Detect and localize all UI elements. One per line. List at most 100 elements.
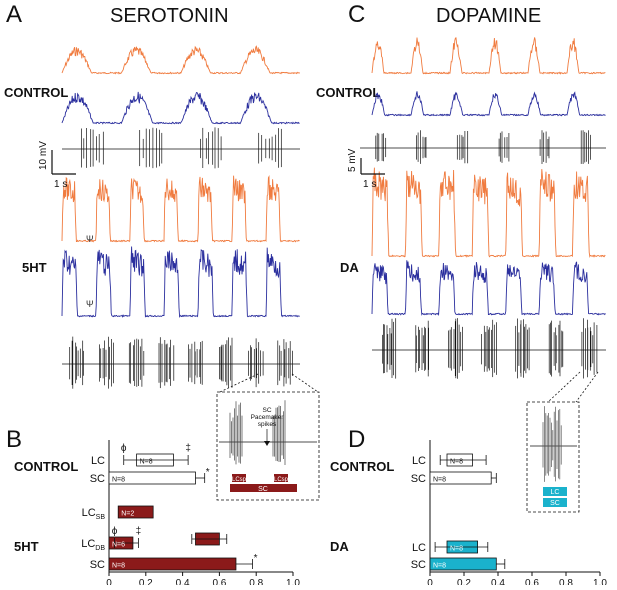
chart-d-x-tick-label: 0.6 — [525, 578, 539, 585]
chart-d-row-label: LC — [412, 455, 426, 467]
chart-b-significance-marker: ‡ — [185, 443, 191, 454]
panel-letter-b: B — [6, 426, 22, 453]
serotonin-5ht-sc-trace — [61, 246, 300, 318]
label-serotonin-control: CONTROL — [4, 85, 68, 100]
dopamine-da-lc-trace — [371, 167, 606, 258]
inset-c-lc-label: LC — [551, 489, 560, 496]
chart-b-n-label: N=8 — [140, 459, 153, 466]
scale-bar-a-time-label: 1 s — [54, 179, 67, 190]
chart-d-n-label: N=8 — [450, 546, 463, 553]
chart-b-significance-marker: ϕ — [121, 443, 127, 454]
psi-marker-blue: Ψ — [86, 299, 94, 309]
chart-d-n-label: N=8 — [433, 477, 446, 484]
inset-c-guide-left — [547, 371, 581, 403]
scale-bar-a: 10 mV 1 s — [38, 141, 76, 190]
scale-bar-c-voltage-label: 5 mV — [347, 148, 358, 172]
label-dopamine-da: DA — [340, 260, 359, 275]
inset-c-sc-label: SC — [550, 500, 560, 507]
panel-letter-c: C — [348, 1, 365, 28]
chart-d-row-label: SC — [411, 473, 426, 485]
chart-d-group-label: CONTROL — [330, 459, 394, 474]
panel-letter-a: A — [6, 1, 22, 28]
chart-b-x-tick-label: 0.8 — [249, 578, 263, 585]
serotonin-control-lc-trace — [61, 45, 300, 75]
chart-b-row-label: SC — [90, 559, 105, 571]
inset-a-lc-label-right: LCsp — [274, 477, 289, 483]
chart-b-x-tick-label: 1.0 — [286, 578, 300, 585]
inset-a-lc-bar-right — [274, 474, 288, 482]
inset-a-guide-right — [291, 373, 319, 393]
serotonin-5ht-extracellular-trace — [62, 336, 300, 389]
chart-d-x-tick-label: 0 — [427, 578, 433, 585]
inset-c-sc-bar — [543, 498, 567, 507]
chart-d-row-label: SC — [411, 559, 426, 571]
chart-b-x-tick-label: 0.4 — [176, 578, 190, 585]
chart-b-bar — [117, 505, 154, 519]
serotonin-5ht-lc-trace — [61, 175, 300, 243]
inset-a-sc-bar — [230, 484, 297, 492]
inset-a-lc-bar-left — [232, 474, 246, 482]
inset-a: SC Pacemaker spikes LCsp LCsp SC — [216, 391, 320, 501]
psi-marker-orange: Ψ — [86, 234, 94, 244]
inset-c-lc-bar — [543, 487, 567, 496]
chart-b-group-label: CONTROL — [14, 459, 78, 474]
recording-traces — [61, 37, 606, 389]
chart-d-x-tick-label: 1.0 — [593, 578, 607, 585]
chart-b-row-label: LCSB — [82, 507, 106, 521]
chart-b-row-label: LC — [91, 455, 105, 467]
chart-d-row-label: LC — [412, 542, 426, 554]
inset-c: LC SC — [526, 401, 580, 513]
chart-b-significance-marker: ‡ — [136, 526, 142, 537]
inset-c-frame — [526, 401, 580, 513]
scale-bar-a-voltage-label: 10 mV — [38, 141, 49, 170]
dopamine-da-extracellular-trace — [372, 318, 606, 379]
chart-b-significance-marker: * — [254, 553, 258, 564]
inset-a-annotation-3: spikes — [258, 421, 277, 428]
chart-b-n-label: N=8 — [112, 563, 125, 570]
chart-b-row-label: LCDB — [81, 538, 105, 552]
chart-b-x-tick-label: 0.6 — [212, 578, 226, 585]
serotonin-control-extracellular-trace — [62, 127, 300, 169]
panel-title-serotonin: SEROTONIN — [110, 5, 229, 27]
chart-b-row-sublabel: DB — [95, 545, 105, 552]
chart-b-n-label: N=6 — [112, 542, 125, 549]
inset-a-sc-label: SC — [258, 486, 268, 493]
chart-b-n-label: N=2 — [121, 511, 134, 518]
inset-a-annotation-2: Pacemaker — [251, 414, 285, 421]
chart-b-significance-marker: ϕ — [112, 526, 118, 537]
chart-b-row-label: SC — [90, 473, 105, 485]
inset-c-trace — [530, 406, 577, 482]
dopamine-da-sc-trace — [371, 260, 606, 317]
chart-b-n-label: N=8 — [112, 477, 125, 484]
chart-b-x-tick-label: 0.2 — [139, 578, 153, 585]
inset-a-guide-left — [219, 373, 259, 393]
chart-d-n-label: N=8 — [450, 459, 463, 466]
scale-bar-c-time-label: 1 s — [363, 179, 376, 190]
dopamine-control-sc-trace — [371, 91, 606, 117]
scale-bar-c: 5 mV 1 s — [347, 148, 385, 190]
chart-b-group-label: 5HT — [14, 539, 39, 554]
label-serotonin-5ht: 5HT — [22, 260, 47, 275]
panel-title-dopamine: DOPAMINE — [436, 5, 541, 27]
label-dopamine-control: CONTROL — [316, 85, 380, 100]
dopamine-control-lc-trace — [371, 37, 606, 75]
chart-d-x-tick-label: 0.8 — [559, 578, 573, 585]
chart-d-x-tick-label: 0.4 — [491, 578, 505, 585]
chart-b-significance-marker: * — [206, 467, 210, 478]
inset-a-annotation-1: SC — [262, 407, 271, 414]
inset-c-guide-right — [575, 371, 599, 403]
inset-a-lc-label-left: LCsp — [232, 477, 247, 483]
chart-d-group-label: DA — [330, 539, 349, 554]
chart-d-n-label: N=8 — [433, 563, 446, 570]
chart-d-x-tick-label: 0.2 — [457, 578, 471, 585]
dopamine-control-extracellular-trace — [360, 130, 606, 164]
inset-a-frame — [216, 391, 320, 501]
chart-b-row-sublabel: SB — [96, 514, 106, 521]
inset-a-arrowhead — [264, 441, 270, 446]
panel-letter-d: D — [348, 426, 365, 453]
chart-b-bar — [108, 557, 237, 571]
